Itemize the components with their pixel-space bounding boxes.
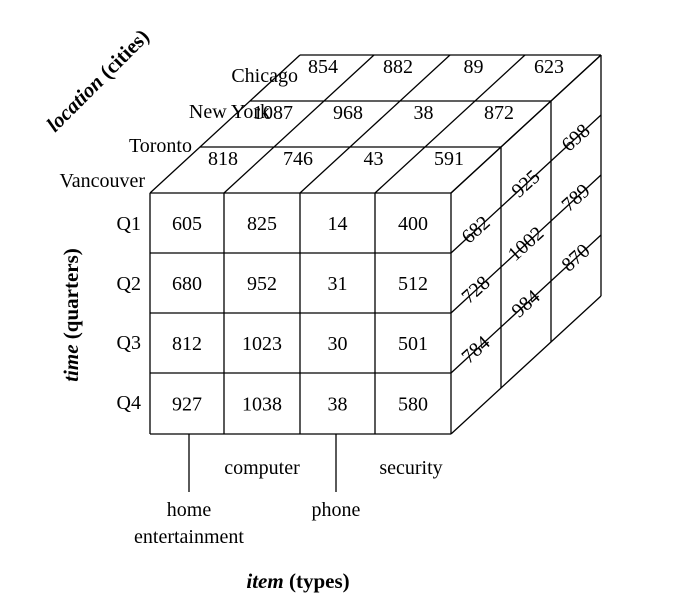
- front-cell-value: 1023: [242, 333, 282, 355]
- top-cell-value: 38: [414, 102, 434, 124]
- top-cell-value: 43: [364, 148, 384, 170]
- front-cell-value: 501: [398, 333, 428, 355]
- front-face-values: 605 825 14 400 680 952 31 512 812 1023 30 501 927 103…: [172, 213, 428, 416]
- top-face-values: 854 882 89 623 1087 968 38 872 818 746 43 591: [208, 56, 564, 170]
- top-cell-value: 746: [283, 148, 313, 170]
- quarter-label-q4: Q4: [117, 392, 141, 414]
- quarter-label-q2: Q2: [117, 273, 141, 295]
- front-cell-value: 812: [172, 333, 202, 355]
- top-cell-value: 854: [308, 56, 338, 78]
- city-label-new-york: New York: [189, 101, 270, 123]
- top-depth-line: [149, 54, 301, 194]
- front-cell-value: 580: [398, 394, 428, 416]
- front-cell-value: 14: [328, 213, 348, 235]
- top-cell-value: 882: [383, 56, 413, 78]
- front-cell-value: 38: [328, 394, 348, 416]
- item-label-home-line1: home: [167, 499, 212, 521]
- quarter-label-q1: Q1: [117, 213, 141, 235]
- side-depth-line: [450, 295, 602, 435]
- front-cell-value: 31: [328, 273, 348, 295]
- item-label-computer: computer: [224, 457, 300, 479]
- top-cell-value: 591: [434, 148, 464, 170]
- side-depth-line: [450, 114, 602, 254]
- item-label-phone: phone: [312, 499, 361, 521]
- quarter-label-q3: Q3: [117, 332, 141, 354]
- axis-title-item-name: item: [246, 569, 283, 593]
- side-depth-line: [450, 174, 602, 314]
- axis-title-location-unit: (cities): [91, 24, 154, 87]
- item-label-security: security: [379, 457, 442, 479]
- axis-title-time-name: time: [59, 344, 83, 381]
- top-depth-line: [223, 54, 375, 194]
- side-depth-line: [450, 54, 602, 194]
- front-cell-value: 30: [328, 333, 348, 355]
- side-depth-line: [450, 234, 602, 374]
- front-cell-value: 512: [398, 273, 428, 295]
- city-label-chicago: Chicago: [231, 65, 298, 87]
- front-cell-value: 825: [247, 213, 277, 235]
- top-depth-line: [299, 54, 451, 194]
- item-label-home-line2: entertainment: [134, 526, 244, 548]
- front-cell-value: 1038: [242, 394, 282, 416]
- front-cell-value: 952: [247, 273, 277, 295]
- front-cell-value: 680: [172, 273, 202, 295]
- axis-title-location: location (cities): [42, 24, 154, 136]
- city-label-toronto: Toronto: [129, 135, 192, 157]
- city-label-vancouver: Vancouver: [59, 170, 145, 192]
- top-cell-value: 623: [534, 56, 564, 78]
- top-cell-value: 818: [208, 148, 238, 170]
- axis-title-item: item (types): [246, 569, 349, 593]
- front-cell-value: 927: [172, 394, 202, 416]
- front-cell-value: 605: [172, 213, 202, 235]
- front-cell-value: 400: [398, 213, 428, 235]
- top-depth-line: [374, 54, 526, 194]
- axis-title-time: time (quarters): [59, 248, 83, 382]
- axis-title-location-name: location: [42, 70, 108, 136]
- cube-grid-lines: [149, 54, 602, 492]
- axis-title-item-unit: (types): [284, 569, 350, 593]
- axis-title-time-unit: (quarters): [59, 248, 83, 344]
- top-cell-value: 1087: [253, 102, 293, 124]
- top-cell-value: 89: [464, 56, 484, 78]
- top-cell-value: 872: [484, 102, 514, 124]
- top-cell-value: 968: [333, 102, 363, 124]
